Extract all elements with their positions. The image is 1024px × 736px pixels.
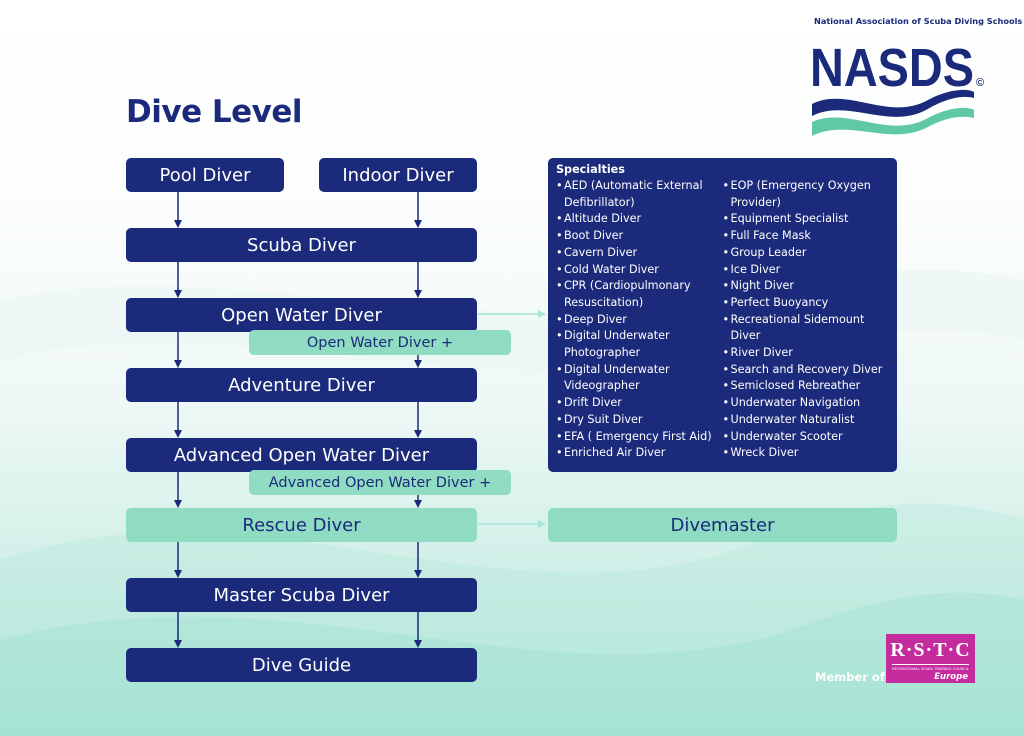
specialty-item: EFA ( Emergency First Aid) bbox=[556, 429, 723, 446]
specialty-item: Dry Suit Diver bbox=[556, 412, 723, 429]
specialty-item: Enriched Air Diver bbox=[556, 445, 723, 462]
rstc-logo-name: R·S·T·C bbox=[890, 639, 971, 661]
specialty-item: AED (Automatic External Defibrillator) bbox=[556, 178, 723, 211]
specialty-item: River Diver bbox=[723, 345, 890, 362]
nasds-logo: National Association of Scuba Diving Sch… bbox=[808, 14, 1022, 136]
specialty-item: Deep Diver bbox=[556, 312, 723, 329]
level-scuba-diver: Scuba Diver bbox=[126, 228, 477, 262]
specialties-right-column: EOP (Emergency Oxygen Provider) Equipmen… bbox=[723, 178, 890, 462]
member-of-label: Member of bbox=[815, 670, 885, 684]
specialty-item: CPR (Cardiopulmonary Resuscitation) bbox=[556, 278, 723, 311]
specialties-panel: Specialties AED (Automatic External Defi… bbox=[548, 158, 897, 472]
specialty-item: Perfect Buoyancy bbox=[723, 295, 890, 312]
nasds-wordmark-graphic: NASDS © bbox=[810, 38, 984, 136]
specialty-item: Equipment Specialist bbox=[723, 211, 890, 228]
specialty-item: EOP (Emergency Oxygen Provider) bbox=[723, 178, 890, 211]
level-dive-guide: Dive Guide bbox=[126, 648, 477, 682]
rstc-logo-region: Europe bbox=[934, 672, 968, 682]
specialties-title: Specialties bbox=[556, 163, 625, 176]
logo-copyright-mark: © bbox=[976, 77, 984, 89]
page-title: Dive Level bbox=[126, 94, 303, 130]
specialties-left-column: AED (Automatic External Defibrillator) A… bbox=[556, 178, 723, 462]
specialty-item: Search and Recovery Diver bbox=[723, 362, 890, 379]
specialty-item: Wreck Diver bbox=[723, 445, 890, 462]
logo-org-name: National Association of Scuba Diving Sch… bbox=[814, 16, 1023, 26]
specialty-item: Underwater Scooter bbox=[723, 429, 890, 446]
specialty-item: Recreational Sidemount Diver bbox=[723, 312, 890, 345]
level-open-water-diver: Open Water Diver bbox=[126, 298, 477, 332]
specialty-item: Underwater Navigation bbox=[723, 395, 890, 412]
specialty-item: Group Leader bbox=[723, 245, 890, 262]
specialty-item: Boot Diver bbox=[556, 228, 723, 245]
rstc-logo: R·S·T·C RECREATIONAL SCUBA TRAINING COUN… bbox=[886, 634, 975, 683]
specialty-item: Digital Underwater Photographer bbox=[556, 328, 723, 361]
specialty-item: Drift Diver bbox=[556, 395, 723, 412]
level-master-scuba-diver: Master Scuba Diver bbox=[126, 578, 477, 612]
level-advanced-open-water-diver-plus: Advanced Open Water Diver + bbox=[249, 470, 511, 495]
specialty-item: Altitude Diver bbox=[556, 211, 723, 228]
level-rescue-diver: Rescue Diver bbox=[126, 508, 477, 542]
rstc-logo-subtitle: RECREATIONAL SCUBA TRAINING COUNCIL bbox=[892, 667, 969, 671]
rstc-logo-divider bbox=[892, 664, 969, 665]
specialty-item: Digital Underwater Videographer bbox=[556, 362, 723, 395]
level-pool-diver: Pool Diver bbox=[126, 158, 284, 192]
specialty-item: Semiclosed Rebreather bbox=[723, 378, 890, 395]
logo-wordmark: NASDS bbox=[810, 38, 974, 98]
specialty-item: Ice Diver bbox=[723, 262, 890, 279]
level-adventure-diver: Adventure Diver bbox=[126, 368, 477, 402]
level-open-water-diver-plus: Open Water Diver + bbox=[249, 330, 511, 355]
specialty-item: Night Diver bbox=[723, 278, 890, 295]
specialty-item: Underwater Naturalist bbox=[723, 412, 890, 429]
specialty-item: Cavern Diver bbox=[556, 245, 723, 262]
level-divemaster: Divemaster bbox=[548, 508, 897, 542]
specialty-item: Cold Water Diver bbox=[556, 262, 723, 279]
specialty-item: Full Face Mask bbox=[723, 228, 890, 245]
level-advanced-open-water-diver: Advanced Open Water Diver bbox=[126, 438, 477, 472]
level-indoor-diver: Indoor Diver bbox=[319, 158, 477, 192]
